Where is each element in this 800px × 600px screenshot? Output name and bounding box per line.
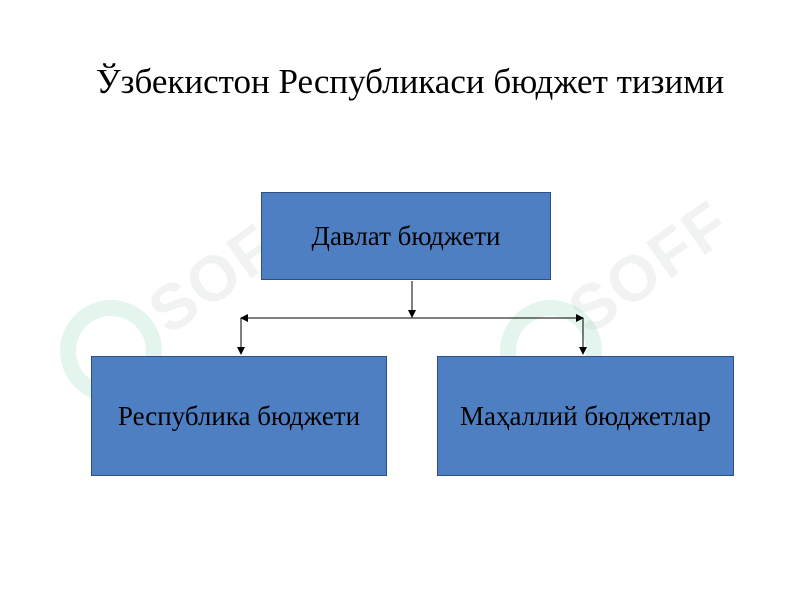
node-republic-budget-label: Республика бюджети <box>117 400 361 431</box>
node-state-budget-label: Давлат бюджети <box>311 220 501 251</box>
node-local-budgets: Маҳаллий бюджетлар <box>437 356 734 476</box>
node-state-budget: Давлат бюджети <box>261 192 551 280</box>
diagram-title: Ўзбекистон Республикаси бюджет тизими <box>95 62 725 101</box>
watermark-text-2: SOFF <box>555 186 744 348</box>
node-republic-budget: Республика бюджети <box>91 356 387 476</box>
node-local-budgets-label: Маҳаллий бюджетлар <box>460 400 711 431</box>
